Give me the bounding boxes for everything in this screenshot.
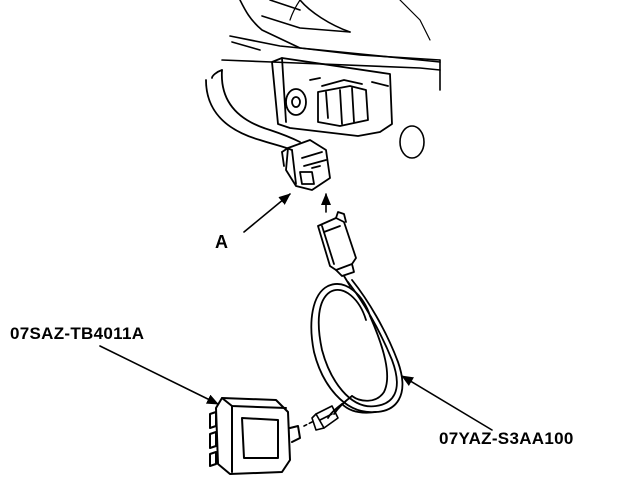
arrow-icon <box>401 375 493 431</box>
vehicle-panel <box>221 0 441 159</box>
programming-cable <box>310 279 404 419</box>
callout-connector-a: A <box>215 232 229 252</box>
dlc-bracket <box>271 57 393 137</box>
cable-plug <box>317 211 357 287</box>
cable-end-plug <box>303 405 339 431</box>
connector-a <box>281 139 331 191</box>
callout-programmer-part-number: 07SAZ-TB4011A <box>10 324 145 343</box>
leader-arrows <box>99 193 493 431</box>
arrow-icon <box>99 345 219 405</box>
programmer-unit <box>209 397 301 475</box>
callout-cable-part-number: 07YAZ-S3AA100 <box>439 429 574 448</box>
vehicle-harness <box>205 69 301 151</box>
arrow-icon <box>243 193 291 233</box>
